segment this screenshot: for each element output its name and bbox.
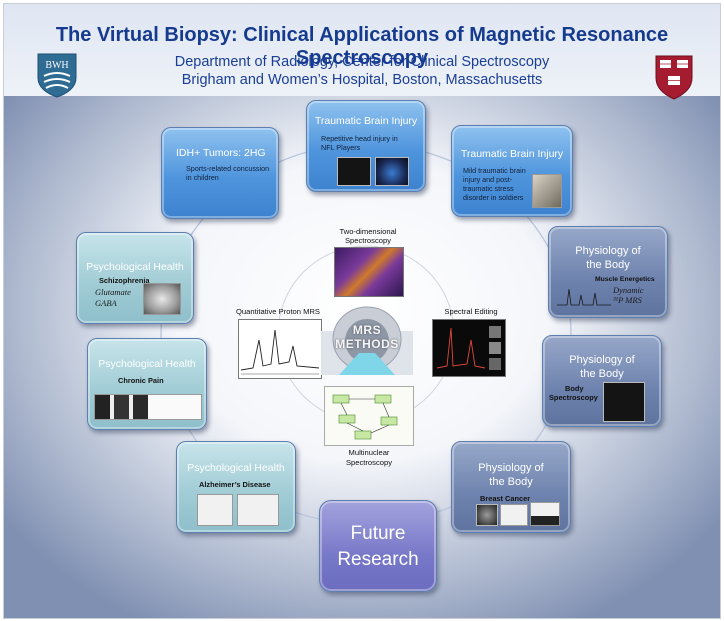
box-body-sub1: Body [565, 384, 584, 393]
nfl-brain-image [375, 157, 409, 186]
box-tbi-nfl[interactable]: Traumatic Brain Injury Repetitive head i… [306, 100, 426, 192]
box-breast-title1: Physiology of [478, 462, 544, 474]
box-physio-muscle[interactable]: Physiology of the Body Muscle Energetics… [548, 226, 668, 318]
breast-scan-image [476, 504, 498, 526]
soldier-image [532, 174, 562, 208]
box-pain-sub: Chronic Pain [118, 376, 164, 385]
box-muscle-sub: Muscle Energetics [595, 276, 655, 283]
alz-spectrum-b [237, 494, 279, 526]
schizo-scan-image [143, 283, 181, 315]
box-muscle-dynamic: Dynamic [613, 285, 644, 295]
box-schizo-glutamate: Glutamate [95, 287, 131, 297]
box-pain-title: Psychological Health [98, 358, 196, 370]
method-editing-label: Spectral Editing [444, 307, 498, 316]
box-idh-tumors[interactable]: IDH+ Tumors: 2HG Sports-related concussi… [161, 127, 279, 219]
box-body-title1: Physiology of [569, 354, 635, 366]
future-line1: Future [350, 523, 406, 544]
editing-spectrum-icon [436, 326, 501, 370]
future-research-button[interactable]: Future Research [319, 500, 437, 592]
pain-scan-strip [94, 394, 202, 420]
box-psych-schizophrenia[interactable]: Psychological Health Schizophrenia Gluta… [76, 232, 194, 324]
box-idh-desc: Sports-related concussion in children [186, 164, 270, 182]
poster: The Virtual Biopsy: Clinical Application… [3, 3, 721, 619]
box-alz-sub: Alzheimer’s Disease [199, 480, 271, 489]
box-physio-body[interactable]: Physiology of the Body Body Spectroscopy [542, 335, 662, 427]
box-psych-alzheimers[interactable]: Psychological Health Alzheimer’s Disease [176, 441, 296, 533]
box-tbi-nfl-desc: Repetitive head injury in NFL Players [321, 134, 398, 152]
box-muscle-title1: Physiology of [575, 245, 641, 257]
future-line2: Research [337, 549, 419, 570]
box-schizo-title: Psychological Health [86, 261, 184, 273]
box-breast-title2: the Body [489, 476, 533, 488]
hospital-line: Brigham and Women’s Hospital, Boston, Ma… [181, 72, 543, 88]
box-body-sub2: Spectroscopy [549, 393, 598, 402]
box-tbi-soldiers-title: Traumatic Brain Injury [460, 148, 564, 160]
bwh-logo-icon: BWH [37, 53, 77, 98]
box-schizo-sub: Schizophrenia [99, 276, 150, 285]
mrs-methods-text: MRS METHODS [321, 323, 413, 351]
method-quant-image [238, 319, 322, 379]
box-muscle-title2: the Body [586, 259, 630, 271]
box-tbi-nfl-title: Traumatic Brain Injury [314, 115, 418, 127]
bwh-logo-text: BWH [45, 60, 68, 71]
method-multinuclear-label1: Multinuclear [348, 448, 390, 457]
breast-3d-plot [530, 502, 560, 526]
box-tbi-soldiers-desc: Mild traumatic brain injury and post-tra… [463, 166, 526, 202]
alz-spectrum-a [197, 494, 233, 526]
box-body-title2: the Body [580, 368, 624, 380]
mrs-line: MRS [352, 323, 382, 337]
box-tbi-soldiers[interactable]: Traumatic Brain Injury Mild traumatic br… [451, 125, 573, 217]
poster-title: The Virtual Biopsy: Clinical Application… [55, 24, 669, 69]
body-scan-image [603, 382, 645, 422]
methods-line: METHODS [335, 337, 399, 351]
method-2d-image [334, 247, 404, 297]
department-line: Department of Radiology, Center for Clin… [174, 54, 550, 70]
mrs-methods-center[interactable]: MRS METHODS [321, 301, 413, 375]
method-editing-image [432, 319, 506, 377]
breast-spectrum-image [500, 504, 528, 526]
nfl-scan-image [337, 157, 371, 186]
method-quant-label: Quantitative Proton MRS [236, 307, 320, 316]
box-psych-pain[interactable]: Psychological Health Chronic Pain [87, 338, 207, 430]
muscle-spectrum-icon [557, 288, 611, 306]
header: The Virtual Biopsy: Clinical Application… [4, 4, 720, 96]
scanner-icon [321, 306, 413, 375]
harvard-shield-icon [655, 55, 693, 100]
box-breast-sub: Breast Cancer [480, 494, 531, 503]
box-alz-title: Psychological Health [187, 462, 285, 474]
box-physio-breast[interactable]: Physiology of the Body Breast Cancer [451, 441, 571, 533]
box-idh-title: IDH+ Tumors: 2HG [176, 147, 266, 159]
method-2d-label: Two-dimensional Spectroscopy [339, 227, 397, 245]
box-muscle-31p: ³¹P MRS [613, 295, 642, 305]
method-multinuclear-image [324, 386, 414, 446]
method-multinuclear-label2: Spectroscopy [345, 458, 392, 467]
box-schizo-gaba: GABA [95, 298, 117, 308]
